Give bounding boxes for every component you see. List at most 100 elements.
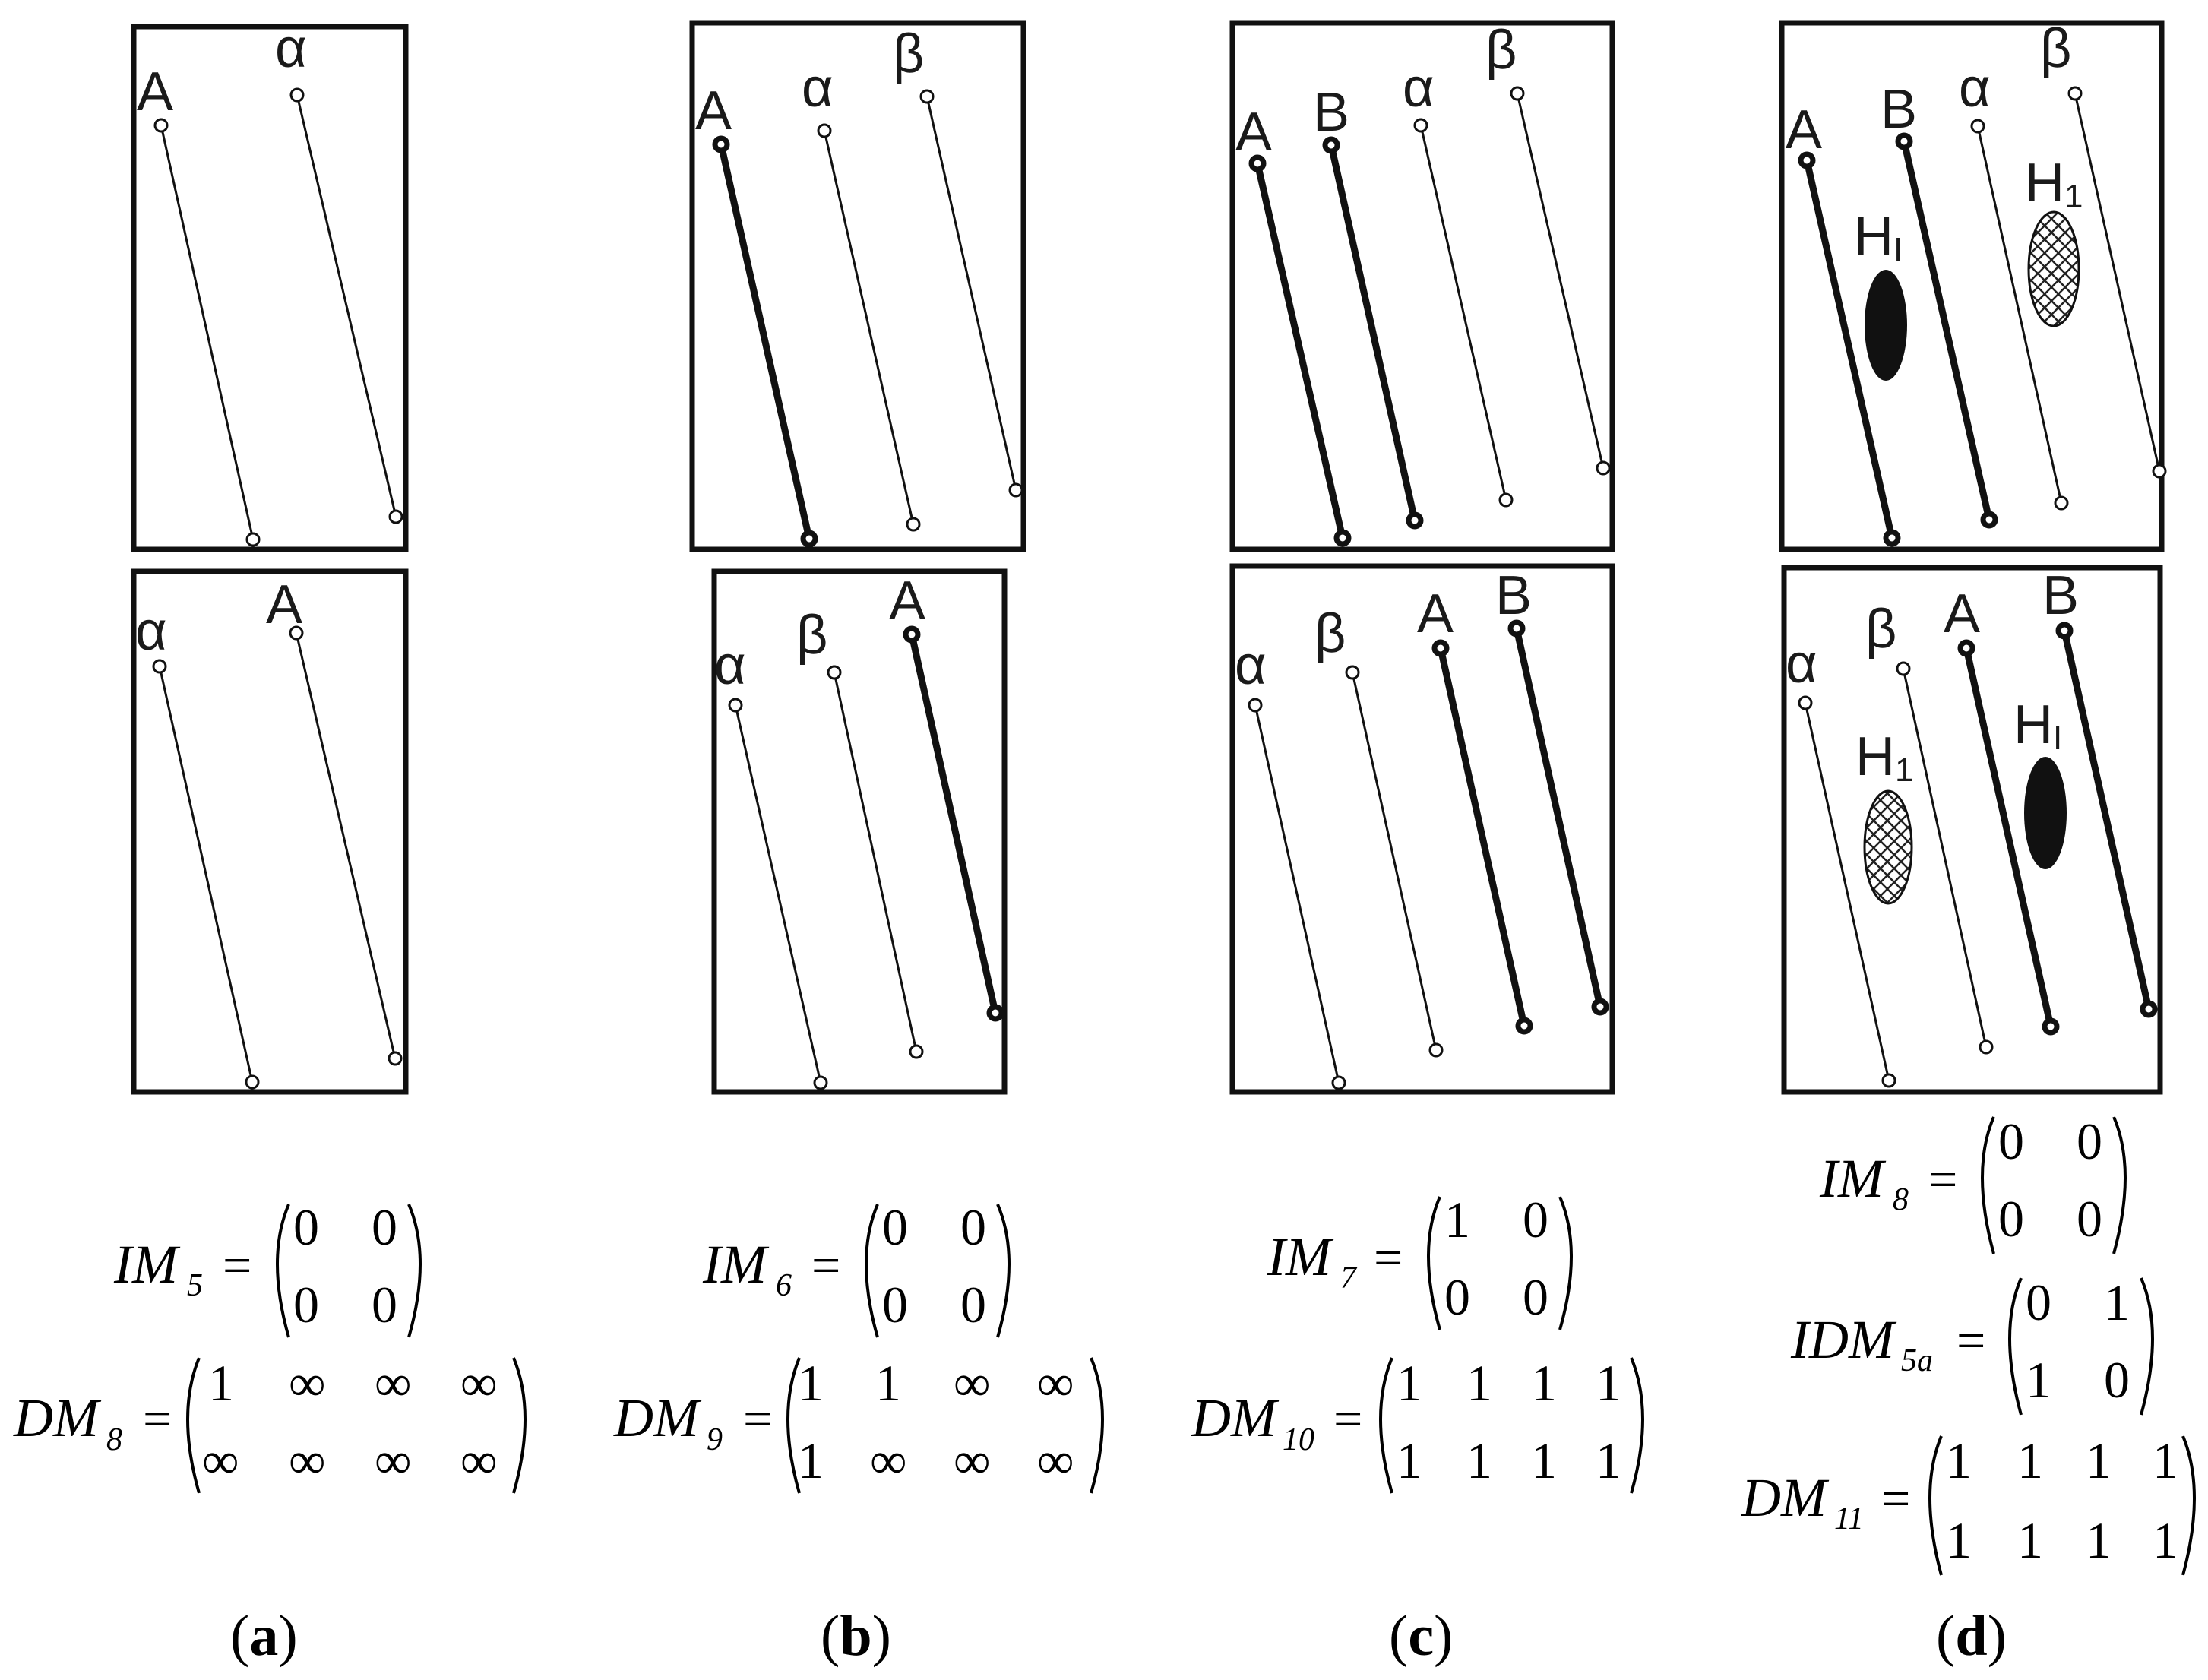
matrix-cell: ∞ — [375, 1432, 411, 1489]
segment-beta — [833, 672, 918, 1052]
endpoint — [2140, 1000, 2158, 1018]
label-alpha: α — [1786, 634, 1817, 694]
endpoint — [1510, 86, 1525, 101]
matrix-name: IM — [1267, 1226, 1334, 1287]
matrix-cell: 0 — [882, 1276, 908, 1334]
matrix-dm11: DM 11 = 1 1 1 1 1 1 1 1 — [1741, 1432, 2196, 1576]
matrix-cell: 0 — [372, 1198, 397, 1256]
segment-beta — [1902, 668, 1988, 1048]
matrix-dm9: DM 9 = 1 1 ∞ ∞ 1 ∞ ∞ ∞ — [613, 1354, 1104, 1494]
matrix-subscript: 5a — [1901, 1343, 1933, 1378]
endpoint — [906, 517, 921, 532]
endpoint — [2067, 86, 2083, 101]
endpoint — [1957, 639, 1975, 657]
matrix-cell: 1 — [1397, 1354, 1422, 1412]
matrix-name: IM — [113, 1234, 181, 1295]
endpoint — [909, 1044, 924, 1059]
matrix-name: DM — [1741, 1467, 1830, 1528]
endpoint — [152, 659, 167, 674]
hole-label: HI — [2013, 694, 2062, 757]
endpoint — [712, 135, 730, 153]
matrix-cell: 1 — [1444, 1191, 1470, 1248]
matrix-name: DM — [13, 1387, 102, 1448]
matrix-cell: ∞ — [289, 1432, 325, 1489]
panel-b: A α β α β A IM 6 = 0 0 0 0 DM 9 = — [613, 20, 1104, 1668]
frame-a-bottom — [131, 568, 409, 1095]
endpoint — [1428, 1042, 1444, 1058]
endpoint — [289, 87, 305, 103]
endpoint — [1970, 119, 1985, 134]
right-paren — [1090, 1357, 1104, 1494]
label-A: A — [1944, 584, 1980, 644]
matrix-cell: 0 — [1998, 1190, 2024, 1248]
matrix-idm5a: IDM 5a = 0 1 1 0 — [1790, 1273, 2154, 1416]
segment-beta — [1516, 93, 1605, 469]
matrix-cell: 1 — [1531, 1354, 1557, 1412]
hole-black — [2024, 757, 2067, 869]
endpoint — [1322, 136, 1340, 154]
left-paren — [786, 1357, 801, 1494]
caption-b: (b) — [821, 1604, 891, 1668]
left-paren — [1928, 1435, 1943, 1576]
matrix-cell: 0 — [1523, 1191, 1548, 1248]
matrix-cell: ∞ — [1037, 1432, 1074, 1489]
segment-alpha — [823, 130, 915, 525]
matrix-im8: IM 8 = 0 0 0 0 — [1819, 1112, 2127, 1254]
left-paren — [276, 1204, 290, 1338]
matrix-cell: 1 — [2086, 1432, 2112, 1489]
matrix-cell: 0 — [1998, 1112, 2024, 1170]
label-alpha: α — [1959, 58, 1991, 119]
label-beta: β — [1485, 20, 1517, 81]
matrix-cell: 0 — [960, 1198, 986, 1256]
caption-a: (a) — [230, 1604, 298, 1668]
equals-sign: = — [811, 1236, 840, 1294]
matrix-im6: IM 6 = 0 0 0 0 — [702, 1198, 1011, 1338]
frame-b-top — [689, 20, 1026, 552]
endpoint — [1248, 698, 1263, 713]
segment-A — [717, 144, 813, 539]
matrix-cell: ∞ — [954, 1432, 990, 1489]
matrix-cell: 0 — [2077, 1190, 2102, 1248]
matrix-dm8: DM 8 = 1 ∞ ∞ ∞ ∞ ∞ ∞ ∞ — [13, 1354, 527, 1494]
segment-alpha — [1804, 702, 1890, 1081]
segment-alpha — [1419, 125, 1507, 501]
hole-label: HI — [1854, 206, 1903, 268]
matrix-cell: 1 — [1466, 1432, 1492, 1489]
segment-alpha — [296, 94, 397, 517]
label-alpha: α — [714, 635, 746, 696]
segment-A — [160, 125, 255, 540]
matrix-cell: ∞ — [1037, 1354, 1074, 1412]
segment-alpha — [734, 704, 822, 1084]
matrix-cell: 1 — [875, 1354, 901, 1412]
label-B: B — [1495, 565, 1532, 626]
segment-alpha — [1976, 125, 2063, 504]
frame-b-bottom — [711, 568, 1008, 1095]
endpoint — [1596, 460, 1611, 476]
left-paren — [2008, 1277, 2023, 1416]
segment-A — [1437, 647, 1528, 1027]
matrix-subscript: 8 — [1893, 1182, 1909, 1217]
label-A: A — [695, 81, 732, 141]
caption-d: (d) — [1936, 1604, 2007, 1668]
endpoint — [1248, 154, 1267, 172]
endpoint — [1515, 1017, 1533, 1035]
endpoint — [245, 1074, 260, 1090]
matrix-subscript: 9 — [707, 1422, 723, 1457]
matrix-name: IM — [702, 1234, 770, 1295]
right-paren — [996, 1204, 1011, 1338]
right-paren — [1558, 1196, 1573, 1330]
matrix-cell: 1 — [2017, 1511, 2043, 1569]
matrix-cell: 1 — [1596, 1432, 1621, 1489]
endpoint — [1413, 118, 1428, 133]
endpoint — [800, 530, 818, 548]
matrix-cell: 1 — [2017, 1432, 2043, 1489]
frame-d-bottom — [1781, 565, 2163, 1095]
matrix-cell: 0 — [2104, 1351, 2130, 1409]
equals-sign: = — [1374, 1229, 1403, 1286]
hole-hatched — [1863, 789, 1913, 905]
matrix-im5: IM 5 = 0 0 0 0 — [113, 1198, 422, 1338]
matrix-name: DM — [1191, 1387, 1280, 1448]
label-alpha: α — [135, 601, 167, 662]
matrix-subscript: 7 — [1340, 1261, 1358, 1296]
endpoint — [919, 89, 935, 104]
